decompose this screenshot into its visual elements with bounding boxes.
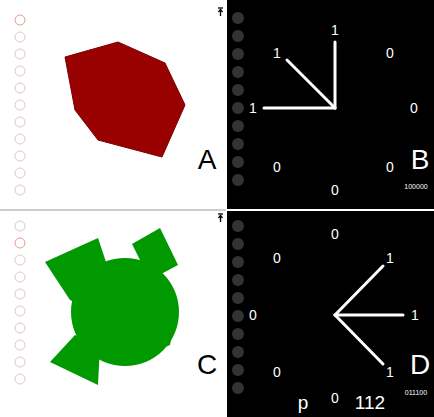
- bit-value: 0: [386, 46, 394, 60]
- bit-value: 0: [249, 308, 257, 322]
- panel-letter: A: [198, 146, 217, 174]
- bit-value: 0: [331, 391, 339, 405]
- divider: [0, 210, 226, 211]
- bit-value: 1: [331, 23, 339, 37]
- panel-d-ground: [227, 211, 434, 417]
- panel-b-ground: [227, 0, 434, 209]
- icon-column-a: [15, 15, 25, 195]
- icon-column-dark: [232, 12, 244, 394]
- panel-letter: B: [411, 146, 430, 174]
- bit-value: 0: [331, 183, 339, 197]
- green-gear: [45, 228, 179, 385]
- bit-value: 0: [386, 160, 394, 174]
- bit-value: 1: [386, 251, 394, 265]
- bit-value: 0: [410, 101, 418, 115]
- bit-string: 100000: [404, 183, 427, 190]
- panel-c-ground: [0, 211, 226, 417]
- upload-icon: [218, 8, 223, 222]
- number-label: 112: [355, 393, 385, 412]
- bit-value: 0: [331, 227, 339, 241]
- bit-value: 0: [273, 251, 281, 265]
- red-polygon: [65, 42, 185, 157]
- bit-value: 1: [386, 365, 394, 379]
- spokes-b: [264, 42, 335, 108]
- symbol-label: p: [298, 393, 309, 412]
- icon-column-c: [15, 221, 25, 384]
- bit-value: 1: [273, 46, 281, 60]
- bit-string: 011100: [405, 389, 427, 396]
- bit-value: 1: [411, 308, 419, 322]
- bit-value: 0: [273, 365, 281, 379]
- panel-a-ground: [0, 0, 226, 209]
- bit-value: 1: [249, 101, 257, 115]
- spokes-d: [335, 266, 403, 364]
- panel-letter: C: [197, 351, 217, 379]
- panel-letter: D: [410, 351, 430, 379]
- bit-value: 0: [273, 160, 281, 174]
